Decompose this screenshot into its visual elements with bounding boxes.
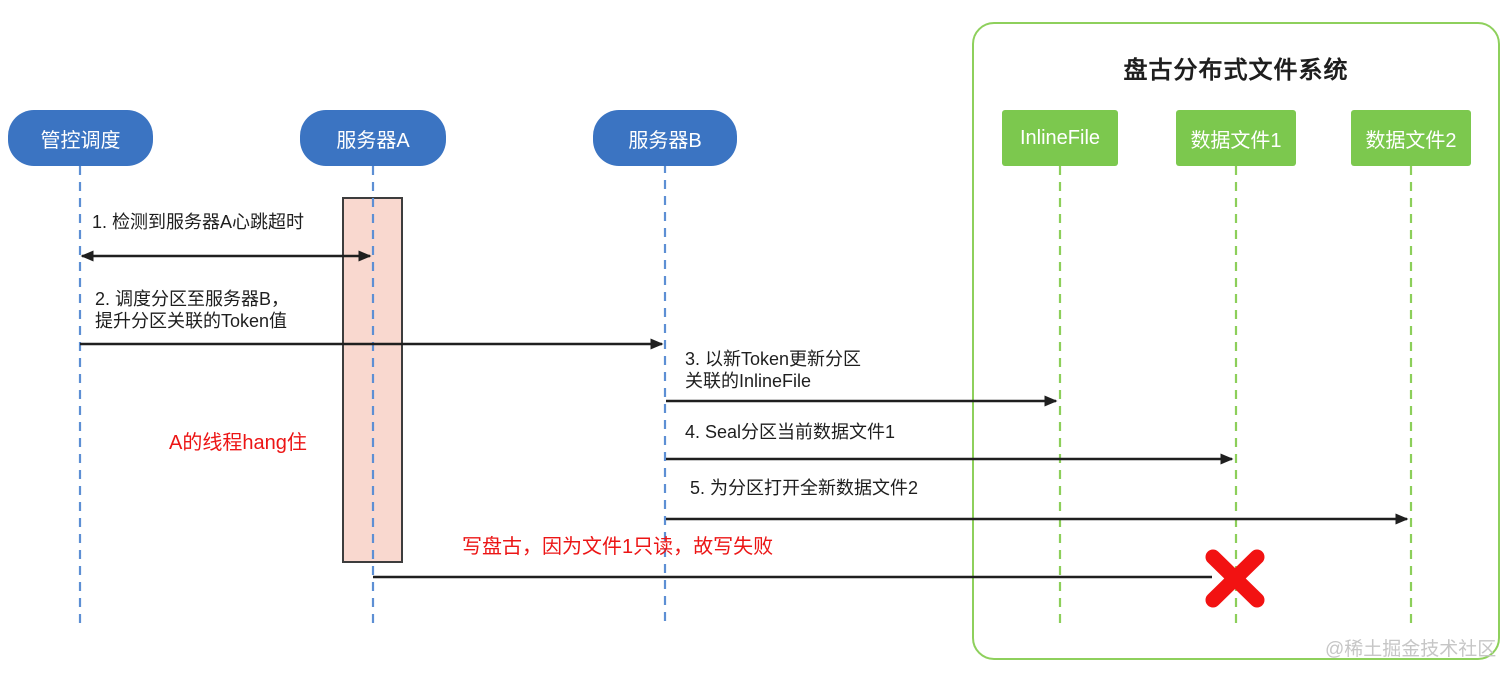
message-2-label: 2. 调度分区至服务器B， 提升分区关联的Token值 <box>95 288 289 332</box>
pangu-system-boundary <box>972 22 1500 660</box>
message-1-line-1: 1. 检测到服务器A心跳超时 <box>92 212 305 232</box>
actor-server-b: 服务器B <box>593 110 737 166</box>
pangu-system-title: 盘古分布式文件系统 <box>1123 57 1349 84</box>
message-3-line-2: 关联的InlineFile <box>685 371 812 391</box>
message-3-label: 3. 以新Token更新分区 关联的InlineFile <box>685 348 861 392</box>
message-5-label: 5. 为分区打开全新数据文件2 <box>690 477 918 499</box>
object-datafile1: 数据文件1 <box>1176 110 1296 166</box>
message-5-line-1: 5. 为分区打开全新数据文件2 <box>690 478 919 498</box>
actor-server-b-label: 服务器B <box>628 129 702 152</box>
watermark: @稀土掘金技术社区 <box>1325 639 1497 660</box>
object-datafile1-label: 数据文件1 <box>1190 129 1282 152</box>
message-3-line-1: 3. 以新Token更新分区 <box>685 349 862 369</box>
object-inlinefile-label: InlineFile <box>1019 126 1101 149</box>
object-datafile2: 数据文件2 <box>1351 110 1471 166</box>
object-datafile2-label: 数据文件2 <box>1365 129 1457 152</box>
note-thread-hang: A的线程hang住 <box>169 432 307 454</box>
actor-scheduler: 管控调度 <box>8 110 153 166</box>
message-2-line-1: 2. 调度分区至服务器B， <box>95 289 290 309</box>
message-4-line-1: 4. Seal分区当前数据文件1 <box>685 422 896 442</box>
failure-x-icon <box>1205 549 1265 608</box>
actor-server-a: 服务器A <box>300 110 446 166</box>
note-write-failed: 写盘古，因为文件1只读，故写失败 <box>462 536 774 558</box>
object-inlinefile: InlineFile <box>1002 110 1118 166</box>
message-2-line-2: 提升分区关联的Token值 <box>95 311 288 331</box>
actor-server-a-label: 服务器A <box>336 129 410 152</box>
message-4-label: 4. Seal分区当前数据文件1 <box>685 421 895 443</box>
actor-scheduler-label: 管控调度 <box>40 129 121 152</box>
message-1-label: 1. 检测到服务器A心跳超时 <box>92 211 304 233</box>
